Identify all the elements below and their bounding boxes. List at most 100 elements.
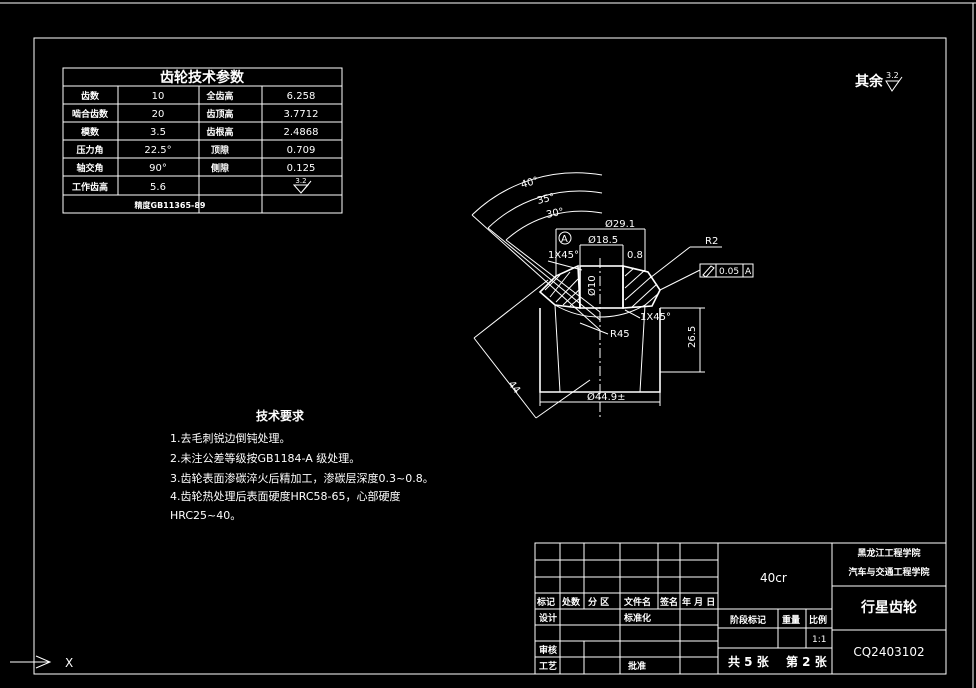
param-value: 5.6 xyxy=(150,182,166,193)
param-key: 齿根高 xyxy=(206,126,233,138)
gear-tooth-left xyxy=(538,264,581,309)
dim-angle-30: 30° xyxy=(545,206,565,220)
drawing-frame xyxy=(33,37,947,675)
tb-standard: 标准化 xyxy=(623,612,651,624)
param-key: 侧隙 xyxy=(211,162,229,174)
dim-angle-35: 35° xyxy=(536,192,556,207)
tb-material: 40cr xyxy=(760,571,787,585)
general-roughness-note: 其余 3.2 xyxy=(855,71,903,92)
angle-arc-35 xyxy=(487,190,603,229)
title-block: 标记 处数 分 区 文件名 签名 年 月 日 设计 标准化 审核 工艺 批准 4… xyxy=(534,542,947,675)
tech-req-title: 技术要求 xyxy=(256,408,305,423)
dim-chamfer: 1X45° xyxy=(640,312,671,323)
param-key: 顶隙 xyxy=(211,144,229,156)
tb-sign: 签名 xyxy=(659,596,678,608)
accuracy-standard: 精度GB11365-89 xyxy=(135,200,206,210)
dim-dia-10: Ø10 xyxy=(586,275,598,296)
gdt-tolerance: 0.05 xyxy=(719,267,739,277)
param-key: 模数 xyxy=(81,126,100,138)
angle-arc-30 xyxy=(505,210,603,241)
tech-req-item: 1.去毛刺锐边倒钝处理。 xyxy=(170,431,291,445)
roughness-note-label: 其余 xyxy=(855,73,884,90)
param-value: 20 xyxy=(152,109,165,120)
tb-review: 审核 xyxy=(539,644,557,656)
back-face xyxy=(554,304,561,393)
tb-design: 设计 xyxy=(539,612,557,624)
leader xyxy=(649,246,691,279)
back-face xyxy=(639,304,646,393)
dim-radius-r45: R45 xyxy=(610,329,630,340)
cone-line xyxy=(471,214,601,331)
ucs-x-label: X xyxy=(65,656,73,670)
param-key: 全齿高 xyxy=(205,90,233,102)
gdt-datum-ref: A xyxy=(745,267,752,277)
cone-line xyxy=(505,239,601,313)
technical-requirements: 技术要求 1.去毛刺锐边倒钝处理。 2.未注公差等级按GB1184-A 级处理。… xyxy=(170,408,434,522)
param-value: 90° xyxy=(149,163,167,174)
datum-circle xyxy=(558,231,572,245)
leader xyxy=(659,269,701,291)
dim-ext xyxy=(473,279,549,339)
dim-dia-29: Ø29.1 xyxy=(605,218,635,230)
tb-part-name: 行星齿轮 xyxy=(860,599,917,616)
ucs-arrow-icon xyxy=(35,655,52,669)
param-value: 3.5 xyxy=(150,127,166,138)
tb-sheet-no: 第 2 张 xyxy=(786,654,828,669)
tb-college: 汽车与交通工程学院 xyxy=(848,566,929,578)
ucs-icon: X xyxy=(10,655,73,670)
gear-body-outline xyxy=(539,308,661,393)
roughness-icon xyxy=(292,180,312,194)
params-table-title: 齿轮技术参数 xyxy=(160,69,245,86)
dim-radius-r2: R2 xyxy=(705,236,718,247)
angle-arc-40 xyxy=(471,172,603,216)
param-value: 3.7712 xyxy=(284,109,319,120)
param-key: 压力角 xyxy=(76,144,103,156)
tb-scale-label: 比例 xyxy=(809,614,827,626)
tb-date: 年 月 日 xyxy=(682,596,715,608)
param-value: 10 xyxy=(152,91,165,102)
dim-chamfer: 1X45° xyxy=(548,250,579,261)
roughness-note-value: 3.2 xyxy=(886,71,899,80)
bore-section xyxy=(579,265,624,309)
leader xyxy=(579,322,609,335)
tech-req-item: 3.齿轮表面渗碳淬火后精加工，渗碳层深度0.3~0.8。 xyxy=(170,471,434,485)
tech-req-item: 2.未注公差等级按GB1184-A 级处理。 xyxy=(170,451,360,465)
tb-process: 工艺 xyxy=(539,660,557,672)
dim-dia-44: Ø44.9± xyxy=(587,391,626,403)
dim-ext xyxy=(535,379,591,419)
tb-mark: 标记 xyxy=(536,596,555,608)
dim-height-26: 26.5 xyxy=(687,326,698,348)
hatch-right xyxy=(624,267,660,308)
tb-school: 黑龙江工程学院 xyxy=(857,547,920,559)
gear-params-table: 齿轮技术参数 齿数 10 全齿高 6.258 啮合齿数 20 齿顶高 3.771… xyxy=(62,67,343,214)
tb-weight: 重量 xyxy=(782,614,800,626)
roughness-symbol-value: 3.2 xyxy=(295,177,306,185)
tb-drawing-no: CQ2403102 xyxy=(853,645,924,659)
tb-total-sheets: 共 5 张 xyxy=(728,654,770,669)
tb-count: 处数 xyxy=(561,596,581,608)
param-value: 2.4868 xyxy=(284,127,319,138)
dim-chamfer-08: 0.8 xyxy=(627,250,643,261)
param-key: 工作齿高 xyxy=(72,181,108,193)
runout-icon xyxy=(702,265,715,278)
tb-approve: 批准 xyxy=(628,660,646,672)
tech-req-item: 4.齿轮热处理后表面硬度HRC58-65，心部硬度 xyxy=(170,489,401,503)
tech-req-item: HRC25~40。 xyxy=(170,509,241,522)
bevel-gear-section-view: 40° 35° 30° Ø29.1 Ø18.5 A xyxy=(471,172,754,420)
dim-dia-18: Ø18.5 xyxy=(588,234,618,246)
spherical-back xyxy=(554,304,646,318)
param-value: 6.258 xyxy=(287,91,316,102)
param-value: 22.5° xyxy=(144,145,171,156)
param-value: 0.125 xyxy=(287,163,316,174)
param-key: 齿数 xyxy=(81,90,100,102)
dim-line-44 xyxy=(473,337,537,419)
param-key: 齿顶高 xyxy=(206,108,233,120)
cone-line xyxy=(487,227,601,321)
gdt-frame xyxy=(699,263,754,278)
tb-doc: 文件名 xyxy=(623,596,651,608)
datum-label: A xyxy=(561,234,568,245)
tb-stage: 阶段标记 xyxy=(730,614,766,626)
param-key: 啮合齿数 xyxy=(72,108,109,120)
dim-angle-40: 40° xyxy=(520,175,540,190)
